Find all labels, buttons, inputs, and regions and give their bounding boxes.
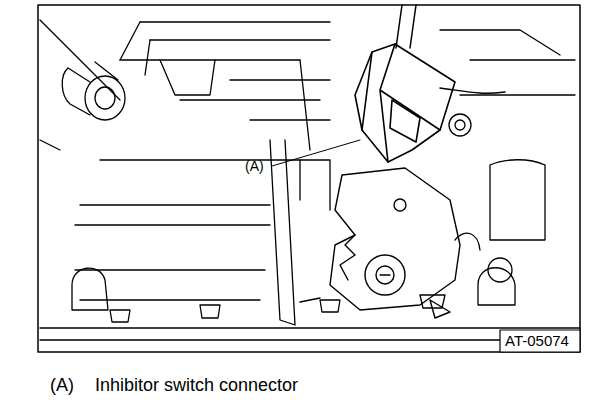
leader-line	[272, 140, 360, 166]
pipe-fitting	[62, 62, 125, 120]
figure-id-box	[500, 330, 580, 352]
mounting-tabs	[72, 268, 515, 322]
inhibitor-switch	[300, 168, 460, 318]
bolt-heads	[449, 114, 545, 282]
case-body	[40, 140, 580, 340]
caption-text: Inhibitor switch connector	[95, 376, 298, 396]
callout-letter: (A)	[245, 159, 264, 174]
case-ribs	[40, 20, 575, 150]
caption-callout: (A)	[50, 376, 74, 396]
connector-body	[355, 44, 455, 162]
figure-frame	[38, 5, 580, 352]
figure-id: AT-05074	[505, 333, 569, 350]
